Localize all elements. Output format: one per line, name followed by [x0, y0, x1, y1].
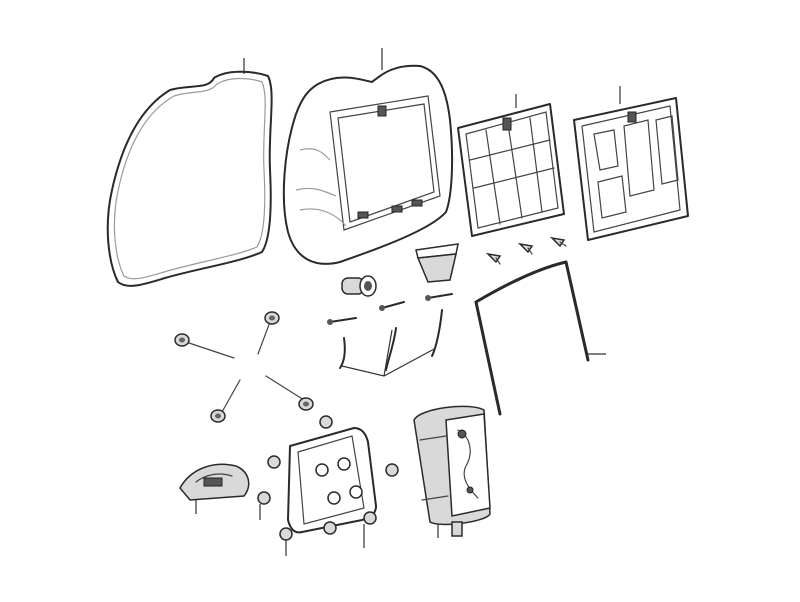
rubber-edge-strip — [474, 260, 606, 416]
hinge-pad — [179, 463, 250, 514]
pin-icon — [327, 317, 357, 325]
plate-icon — [315, 457, 363, 505]
mounting-bolts — [174, 311, 314, 423]
inner-frame-grid — [457, 94, 565, 237]
bolt-icon — [210, 409, 226, 423]
bolt-icon — [174, 333, 190, 347]
reflector-block — [415, 243, 459, 283]
clip-icon — [485, 252, 502, 265]
pin-icon — [379, 301, 405, 311]
bolt-icon — [298, 397, 314, 411]
latch-lock-housing — [413, 405, 491, 538]
clip-fasteners — [485, 236, 567, 265]
top-case-shell — [282, 48, 454, 265]
base-plate-with-screws — [257, 415, 399, 556]
pins-and-rods — [327, 293, 453, 377]
lock-cylinder — [341, 275, 377, 297]
inner-liner-panel — [573, 86, 689, 241]
bolt-icon — [264, 311, 280, 325]
seal-gasket-ring — [106, 58, 273, 287]
clip-icon — [549, 236, 567, 248]
pin-icon — [425, 293, 453, 301]
leader-line-pins — [341, 329, 437, 377]
clip-icon — [517, 242, 534, 255]
